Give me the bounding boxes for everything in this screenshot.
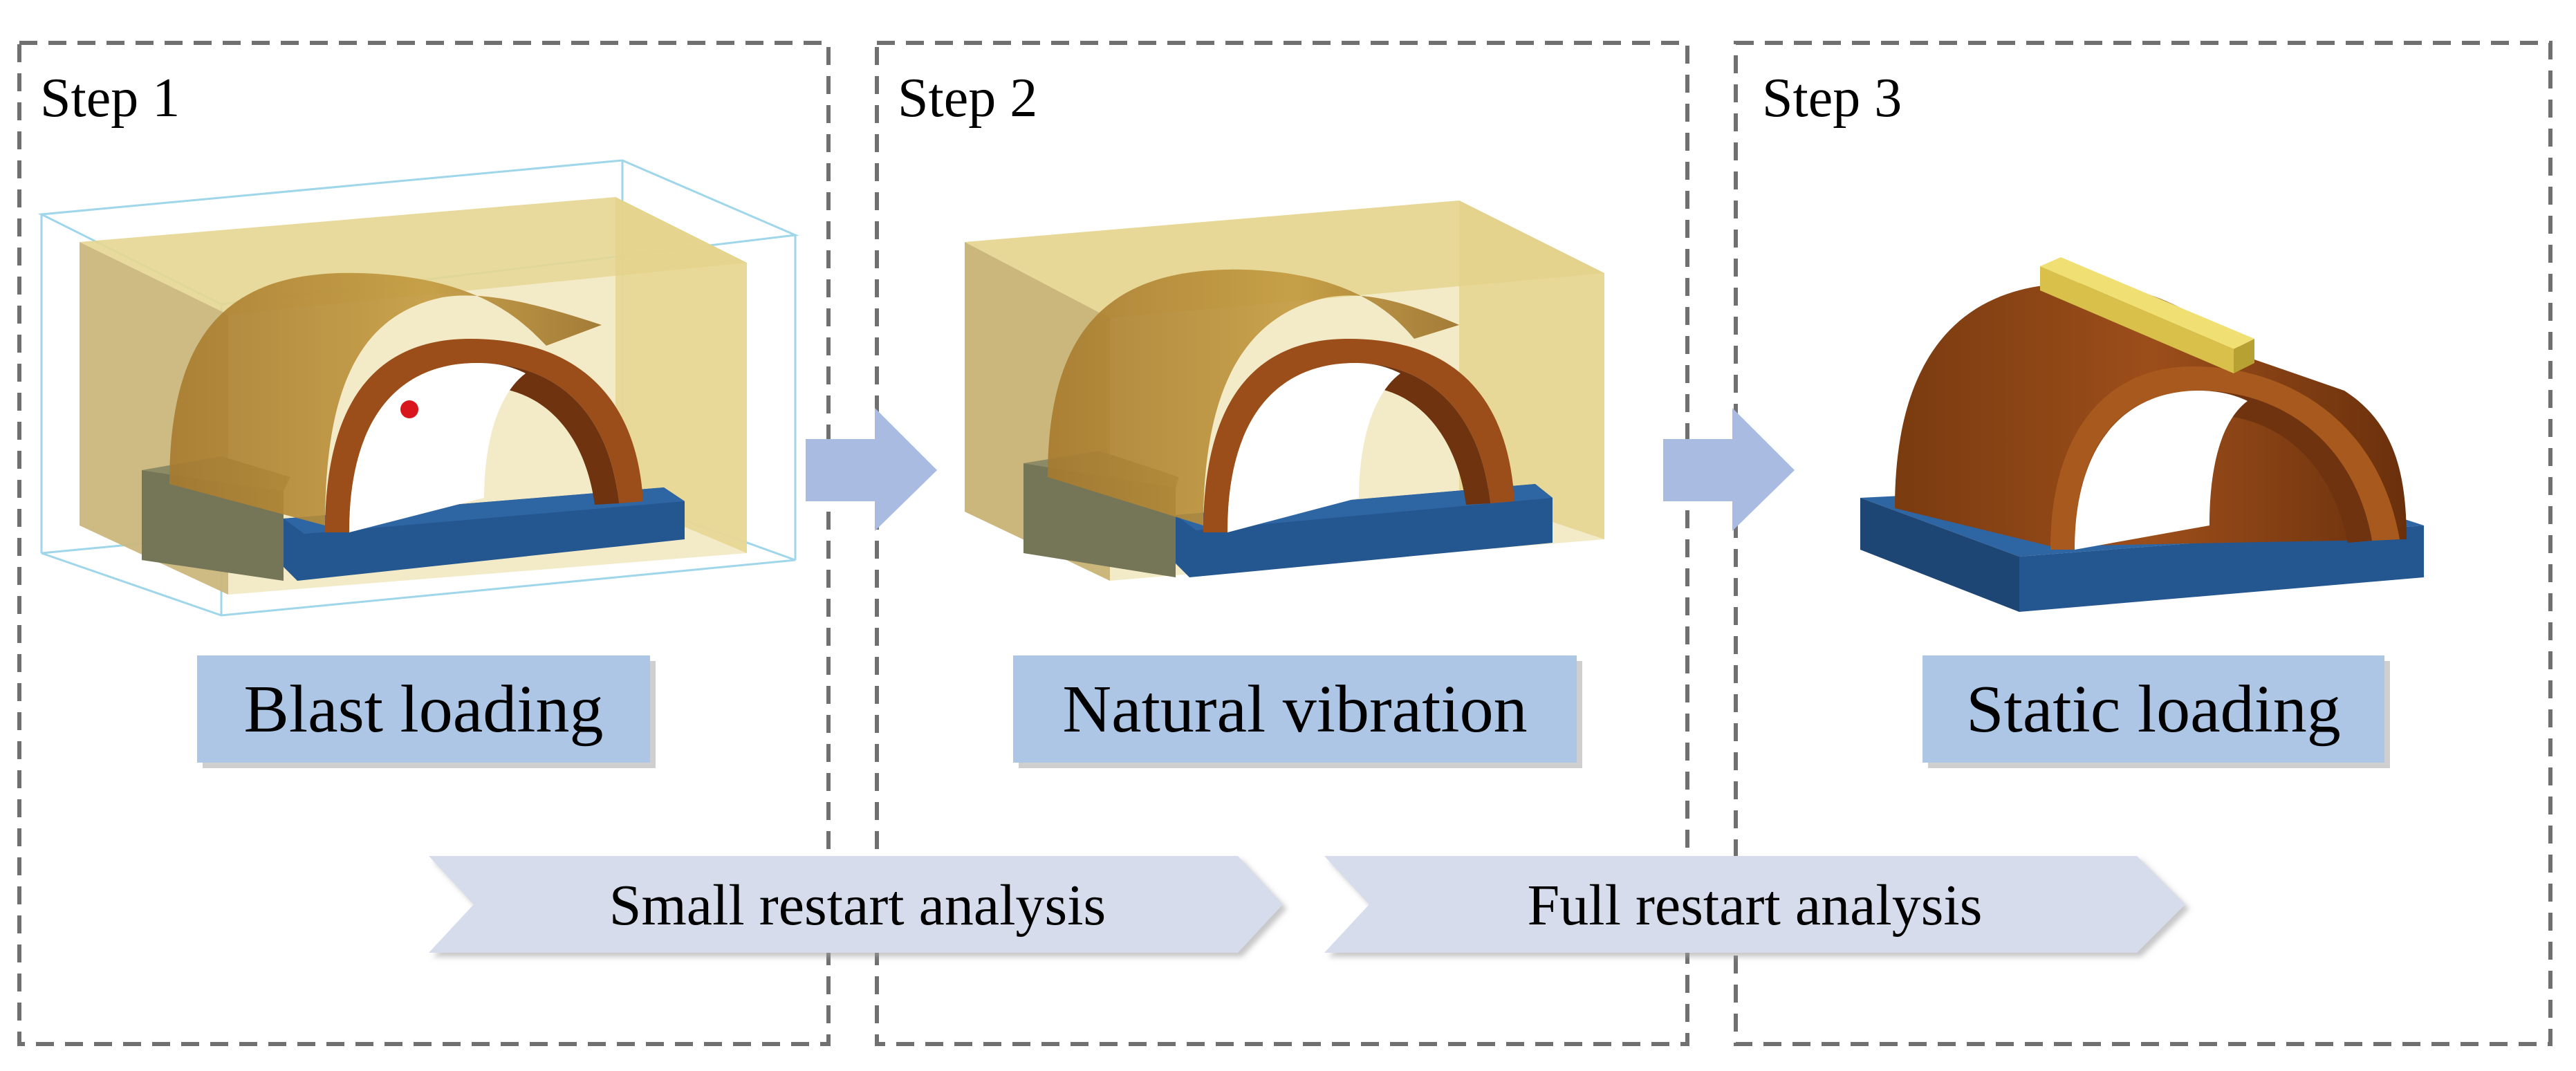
step-1-title: Step 1 [40, 68, 180, 129]
static-loading-caption: Static loading [1922, 655, 2384, 763]
chevron-small-restart [429, 856, 1283, 953]
full-restart-label: Full restart analysis [1527, 873, 1983, 938]
flow-arrow-1 [806, 408, 937, 531]
natural-vibration-caption: Natural vibration [1013, 655, 1577, 763]
step-3-title: Step 3 [1762, 68, 1902, 129]
vibration-model [965, 201, 1604, 581]
blast-model [37, 159, 799, 617]
explosive-charge [400, 400, 418, 418]
flow-arrow-2 [1663, 408, 1795, 531]
step-3-frame [1734, 41, 2552, 1046]
static-model [1860, 257, 2424, 612]
small-restart-label: Small restart analysis [609, 873, 1106, 938]
step-2-title: Step 2 [898, 68, 1038, 129]
blast-loading-caption: Blast loading [197, 655, 650, 763]
step-1-frame [17, 41, 831, 1046]
step-2-frame [875, 41, 1689, 1046]
chevron-full-restart [1324, 856, 2185, 953]
